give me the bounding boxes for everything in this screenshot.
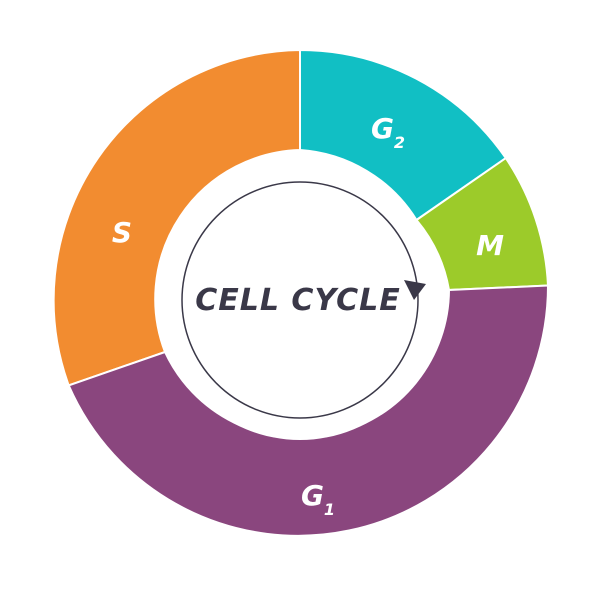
- center-title: CELL CYCLE: [195, 283, 400, 318]
- cycle-arrow-ring: [181, 181, 419, 419]
- cycle-arrow-icon: [404, 280, 426, 300]
- center-disc: [160, 160, 440, 440]
- segment-s: [52, 48, 301, 387]
- segment-label-g2: G2: [371, 112, 405, 152]
- segment-g2: [299, 48, 508, 222]
- segment-label-s: S: [112, 216, 132, 249]
- segment-label-m: M: [476, 229, 504, 262]
- segment-label-g1: G1: [301, 479, 335, 519]
